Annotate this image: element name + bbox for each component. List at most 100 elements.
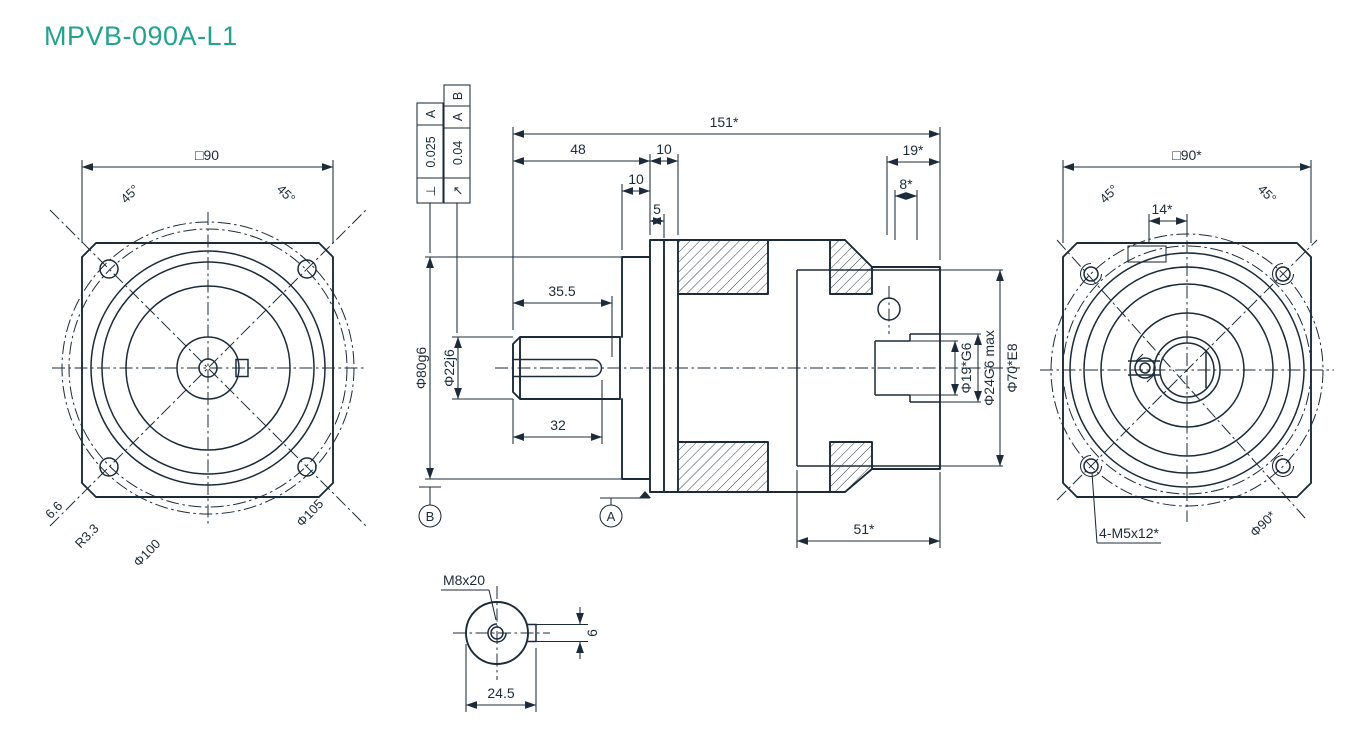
dim-48-text: 48 bbox=[570, 141, 586, 157]
side-view: 151* 48 10 10 5 35.5 32 Φ80g6 Φ22j6 19* … bbox=[413, 114, 1020, 548]
front-view: □90 45° 45° 6.6 R3.3 Φ100 Φ105 bbox=[42, 147, 367, 570]
side-rib-band bbox=[830, 442, 872, 492]
perpendicularity-symbol: ⊥ bbox=[424, 186, 438, 197]
shaft-end-tap-circle bbox=[490, 626, 504, 640]
dim-32-extensions bbox=[512, 380, 603, 444]
front-housing-circle-inner bbox=[101, 261, 315, 475]
dim-bore-large-text: Φ70*E8 bbox=[1004, 343, 1020, 393]
drawing-title: MPVB-090A-L1 bbox=[44, 21, 238, 51]
perpendicularity-frame-dividers bbox=[417, 124, 443, 179]
rear-clamp-hub-circle bbox=[1129, 312, 1245, 428]
dim-151-extensions bbox=[512, 127, 941, 330]
side-body-outline bbox=[621, 239, 941, 493]
dim-8-extensions bbox=[894, 190, 918, 240]
rear-tapped-hole bbox=[1083, 266, 1099, 282]
rear-bore-circle-outer bbox=[1153, 336, 1221, 404]
dim-51-extensions bbox=[796, 470, 941, 548]
tolerance-frames: A 0.025 ⊥ B A 0.04 ↗ bbox=[416, 84, 471, 333]
rear-tapped-hole-thread-arcs bbox=[1080, 262, 1295, 477]
runout-datum-secondary-text: B bbox=[451, 92, 465, 100]
perpendicularity-value-text: 0.025 bbox=[424, 136, 438, 167]
front-outer-dia-text: Φ105 bbox=[293, 496, 326, 529]
shaft-end-thread-text: M8x20 bbox=[443, 572, 485, 588]
front-centerlines bbox=[52, 212, 364, 524]
dim-bore-small-text: Φ19*G6 bbox=[958, 342, 974, 393]
dim-19-text: 19* bbox=[902, 142, 924, 158]
dim-14-extensions bbox=[1148, 214, 1188, 243]
front-bolt-circle bbox=[68, 228, 348, 508]
rear-square-dim-text: □90* bbox=[1172, 147, 1202, 163]
shaft-end-thread-arc bbox=[487, 623, 507, 643]
shaft-end-keyway bbox=[526, 623, 537, 643]
front-square-dim-text: □90 bbox=[195, 147, 219, 163]
dim-shaft-dia-extensions bbox=[452, 336, 513, 400]
rear-square-dim-extensions bbox=[1062, 160, 1312, 243]
dim-151-text: 151* bbox=[710, 114, 739, 130]
front-bolt-circle-text: Φ100 bbox=[130, 536, 163, 569]
dim-14-text: 14* bbox=[1151, 201, 1173, 217]
dim-24-5-text: 24.5 bbox=[487, 685, 514, 701]
dim-key-width-extensions bbox=[536, 623, 588, 643]
rear-clamp-screw-socket bbox=[1139, 362, 1151, 374]
datum-a-flag bbox=[600, 497, 650, 505]
side-rib-band bbox=[678, 442, 768, 492]
dim-24-5-extensions bbox=[465, 644, 537, 712]
shaft-end-circle bbox=[465, 601, 529, 665]
rear-top-slot bbox=[1127, 245, 1167, 263]
datum-a-text: A bbox=[607, 509, 616, 524]
dim-pilot-dia-extensions bbox=[425, 256, 622, 480]
front-square-dim-extensions bbox=[81, 160, 334, 243]
dim-key-width-text: 6 bbox=[584, 629, 600, 637]
front-outer-ref-circle bbox=[61, 221, 355, 515]
rear-tapped-hole bbox=[1275, 458, 1291, 474]
front-angle-left-text: 45° bbox=[118, 182, 143, 207]
dim-5-text: 5 bbox=[653, 201, 661, 217]
dim-10-pilot-text: 10 bbox=[628, 171, 644, 187]
datum-a-triangle bbox=[639, 491, 651, 498]
dim-pilot-dia-text: Φ80g6 bbox=[413, 347, 429, 390]
rear-angle-right-text: 45° bbox=[1255, 182, 1280, 207]
rear-dia-90-text: Φ90* bbox=[1247, 508, 1279, 540]
shaft-end-thread-leader bbox=[441, 589, 497, 621]
runout-value-text: 0.04 bbox=[451, 141, 465, 165]
front-shaft-circle bbox=[176, 336, 240, 400]
rear-thread-note-leader bbox=[1091, 472, 1161, 544]
shaft-end-view: M8x20 6 24.5 bbox=[441, 572, 600, 712]
runout-frame-dividers bbox=[444, 105, 470, 179]
front-keyway bbox=[235, 358, 249, 378]
front-housing-circle-outer bbox=[90, 250, 326, 486]
side-bore-lines bbox=[796, 269, 940, 467]
front-hole-dia-text: 6.6 bbox=[42, 498, 65, 521]
dim-32-text: 32 bbox=[550, 417, 566, 433]
dim-51-text: 51* bbox=[853, 521, 875, 537]
rear-housing-circle-inner bbox=[1083, 266, 1291, 474]
front-angle-right-text: 45° bbox=[274, 182, 299, 207]
rear-angle-left-text: 45° bbox=[1097, 182, 1122, 207]
dim-bore-max-text: Φ24G6 max bbox=[981, 330, 997, 406]
dim-bore-small-extensions bbox=[910, 340, 958, 396]
rear-clamp-screw-hatch bbox=[1135, 353, 1155, 383]
dim-8-text: 8* bbox=[899, 176, 913, 192]
datum-b-flag bbox=[419, 486, 441, 505]
dim-bore-max-extensions bbox=[938, 333, 981, 403]
runout-symbol: ↗ bbox=[451, 186, 465, 196]
rear-clamp-screw-head bbox=[1134, 357, 1156, 379]
front-bolt-hole bbox=[99, 259, 119, 279]
rear-square-outline bbox=[1062, 242, 1312, 498]
front-center-tap-circle bbox=[198, 358, 218, 378]
rear-clamp-slot bbox=[1128, 360, 1160, 376]
datum-b-circle bbox=[418, 504, 442, 528]
front-bolt-hole bbox=[297, 457, 317, 477]
dim-bore-large-extensions bbox=[940, 269, 1003, 467]
datum-b-text: B bbox=[426, 509, 435, 524]
front-boss-circle bbox=[125, 285, 291, 451]
perpendicularity-datum-text: A bbox=[424, 109, 438, 118]
rear-tapped-hole bbox=[1083, 458, 1099, 474]
rear-thread-note-text: 4-M5x12* bbox=[1099, 525, 1159, 541]
rear-housing-circle-outer bbox=[1069, 252, 1305, 488]
side-rib-band bbox=[830, 240, 872, 294]
rear-bore-circle-inner bbox=[1159, 342, 1215, 398]
side-shaft-outline bbox=[512, 336, 621, 400]
